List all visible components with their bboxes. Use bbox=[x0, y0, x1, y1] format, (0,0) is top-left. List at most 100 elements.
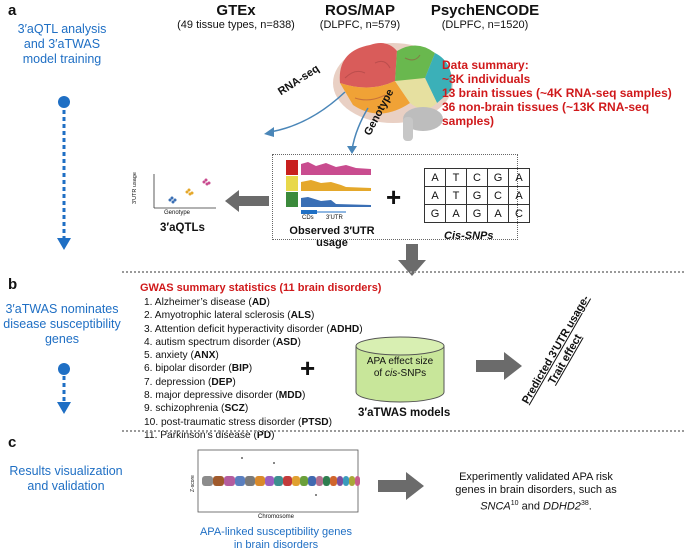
models-label: 3′aTWAS models bbox=[358, 407, 451, 419]
source-detail: (DLPFC, n=579) bbox=[319, 19, 401, 31]
snp-cell: A bbox=[508, 186, 530, 205]
observed-usage-label: Observed 3′UTR usage bbox=[272, 225, 392, 249]
snp-cell: G bbox=[466, 204, 488, 223]
heading-line: and 3′aTWAS bbox=[23, 37, 101, 51]
divider-bc bbox=[122, 430, 684, 432]
snp-cell: G bbox=[424, 204, 446, 223]
disorder-item: 4. autism spectrum disorder (ASD) bbox=[144, 336, 301, 348]
chromosome-band bbox=[255, 476, 265, 486]
chromosome-band bbox=[349, 476, 355, 486]
aqtl-plot bbox=[153, 174, 216, 209]
left-gray-arrow bbox=[225, 190, 269, 212]
chromosome-band bbox=[355, 476, 360, 486]
down-dotted-arrow-b bbox=[57, 363, 71, 414]
curved-arrows bbox=[264, 91, 369, 154]
chromosome-band bbox=[337, 476, 343, 486]
chromosome-band bbox=[343, 476, 349, 486]
chromosome-band bbox=[292, 476, 300, 486]
summary-line: 36 non-brain tissues (~13K RNA-seq sampl… bbox=[442, 100, 650, 128]
axis-utr: 3′UTR bbox=[326, 215, 343, 221]
panel-c-heading: Results visualization and validation bbox=[2, 464, 130, 494]
panel-letter-a: a bbox=[8, 2, 17, 19]
snp-cell: A bbox=[508, 168, 530, 187]
disorder-item: 7. depression (DEP) bbox=[144, 376, 236, 388]
disorder-item: 6. bipolar disorder (BIP) bbox=[144, 363, 253, 375]
heading-line: 3′aTWAS nominates bbox=[5, 302, 119, 316]
heading-line: 3′aQTL analysis bbox=[17, 22, 107, 36]
right-gray-arrow-c bbox=[378, 472, 424, 500]
source-detail: (49 tissue types, n=838) bbox=[177, 19, 295, 31]
heading-line: disease susceptibility bbox=[3, 317, 121, 331]
caption-line: APA-linked susceptibility genes bbox=[199, 526, 353, 538]
snp-cell: C bbox=[487, 186, 509, 205]
block-red bbox=[286, 160, 298, 175]
snp-cell: G bbox=[466, 186, 488, 205]
summary-line: ~3K individuals bbox=[442, 72, 531, 86]
heading-line: model training bbox=[22, 52, 102, 66]
predicted-effect-label: Predicted 3′UTR usage- Trait effect bbox=[520, 293, 604, 413]
disorder-item: 11. Parkinson’s disease (PD) bbox=[144, 429, 275, 441]
chromosome-band bbox=[235, 476, 245, 486]
heading-line: genes bbox=[44, 332, 80, 346]
panel-b-heading: 3′aTWAS nominates disease susceptibility… bbox=[2, 302, 122, 347]
cylinder-db bbox=[355, 336, 445, 403]
summary-title: Data summary: bbox=[442, 58, 529, 72]
source-rosmap: ROS/MAP (DLPFC, n=579) bbox=[305, 2, 415, 31]
data-summary: Data summary: ~3K individuals 13 brain t… bbox=[442, 58, 682, 128]
predicted-line: Predicted 3′UTR usage- bbox=[520, 293, 592, 406]
panel-a-heading: 3′aQTL analysis and 3′aTWAS model traini… bbox=[2, 22, 122, 67]
panel-letter-c: c bbox=[8, 434, 17, 451]
gwas-title: GWAS summary statistics (11 brain disord… bbox=[140, 282, 382, 294]
utr-usage-tracks bbox=[286, 160, 371, 214]
down-gray-arrow bbox=[398, 244, 426, 276]
plus-sign: + bbox=[300, 353, 316, 383]
disorder-item: 8. major depressive disorder (MDD) bbox=[144, 390, 306, 402]
validated-line: Experimently validated APA risk bbox=[459, 471, 613, 483]
heading-line: and validation bbox=[27, 479, 105, 493]
snp-cell: T bbox=[445, 186, 467, 205]
caption-line: in brain disorders bbox=[233, 539, 319, 551]
cylinder-line: APA effect size bbox=[366, 356, 434, 367]
down-dotted-arrow-a bbox=[57, 96, 71, 250]
block-yellow bbox=[286, 176, 298, 191]
snp-cell: A bbox=[424, 186, 446, 205]
aqtl-label: 3′aQTLs bbox=[160, 222, 205, 234]
chromosome-band bbox=[283, 476, 292, 486]
aqtl-ylabel: 3′UTR usage bbox=[132, 172, 138, 204]
chromosome-band bbox=[274, 476, 283, 486]
snp-cell: A bbox=[445, 204, 467, 223]
panel-letter-b: b bbox=[8, 276, 18, 293]
heading-line: Results visualization bbox=[9, 464, 123, 478]
label-line: usage bbox=[316, 237, 348, 249]
right-gray-arrow bbox=[476, 352, 522, 380]
chromosome-band bbox=[300, 476, 308, 486]
source-gtex: GTEx (49 tissue types, n=838) bbox=[176, 2, 296, 31]
disorder-item: 1. Alzheimer’s disease (AD) bbox=[144, 297, 270, 308]
snp-cell: T bbox=[445, 168, 467, 187]
chromosome-band bbox=[316, 476, 323, 486]
gwas-disorder-list: 1. Alzheimer’s disease (AD) 2. Amyotrophi… bbox=[144, 296, 363, 442]
validated-line: genes in brain disorders, such as bbox=[455, 484, 617, 496]
validated-genes-text: Experimently validated APA risk genes in… bbox=[436, 471, 636, 514]
manhattan-caption: APA-linked susceptibility genes in brain… bbox=[186, 526, 366, 552]
cylinder-line: of cis-SNPs bbox=[373, 368, 427, 379]
chromosome-band bbox=[308, 476, 316, 486]
chromosome-band bbox=[323, 476, 330, 486]
snp-cell: C bbox=[508, 204, 530, 223]
label-line: Observed 3′UTR bbox=[289, 225, 375, 237]
source-psychencode: PsychENCODE (DLPFC, n=1520) bbox=[420, 2, 550, 31]
disorder-item: 2. Amyotrophic lateral sclerosis (ALS) bbox=[144, 310, 315, 322]
brain-illustration bbox=[333, 43, 453, 141]
snp-cell: C bbox=[466, 168, 488, 187]
block-green bbox=[286, 192, 298, 207]
snp-cell: G bbox=[487, 168, 509, 187]
cis-snps-label: Cis-SNPs bbox=[444, 230, 494, 242]
cylinder-label: APA effect size of cis-SNPs bbox=[352, 356, 448, 380]
manhattan-ylabel: Z-score bbox=[190, 475, 196, 492]
source-name: PsychENCODE bbox=[430, 2, 540, 19]
axis-cds: CDs bbox=[302, 215, 314, 221]
chromosome-band bbox=[265, 476, 274, 486]
chromosome-band bbox=[202, 476, 213, 486]
